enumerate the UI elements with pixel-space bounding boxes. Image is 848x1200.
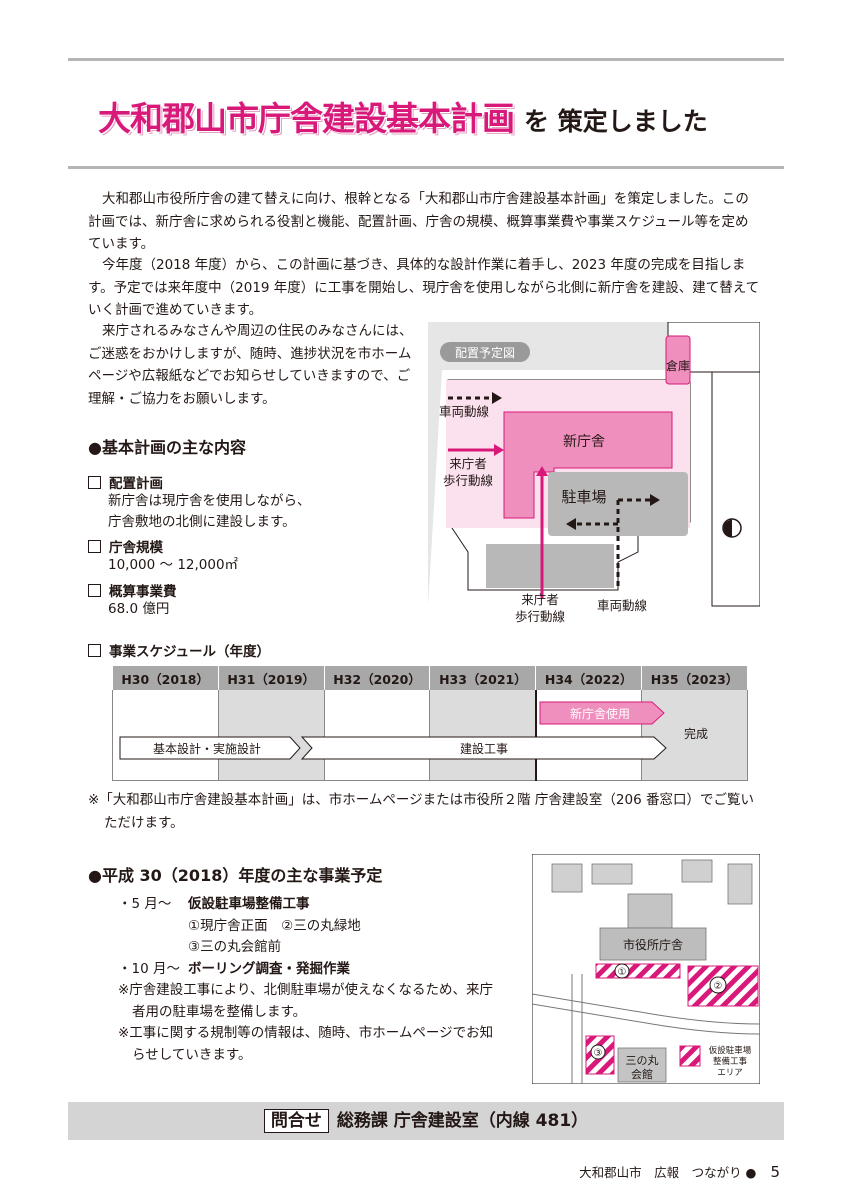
plans-list: ・5 月～ 仮設駐車場整備工事 ①現庁舎正面 ②三の丸緑地 ③三の丸会館前 ・10… <box>118 894 518 1066</box>
year-h33: H33（2021） <box>429 666 537 690</box>
plans-heading: ●平成 30（2018）年度の主な事業予定 <box>88 866 383 885</box>
hall-label-2: 会館 <box>631 1067 653 1081</box>
note-2a: ※工事に関する規制等の情報は、随時、市ホームページでお知 <box>118 1025 494 1041</box>
schedule-heading: 事業スケジュール（年度） <box>88 640 270 660</box>
complete-label: 完成 <box>684 726 708 741</box>
oct-label: ・10 月～ <box>118 960 180 977</box>
intro-paragraph-1: 大和郡山市役所庁舎の建て替えに向け、根幹となる「大和郡山市庁舎建設基本計画」を策… <box>88 191 749 252</box>
site-map: 市役所庁舎 ① ② ③ 三の丸 会館 仮設駐車場 整備工事 エリア <box>532 854 760 1084</box>
oct-title: ボーリング調査・発掘作業 <box>188 960 350 977</box>
item-cost-title: 概算事業費 <box>88 580 177 600</box>
item-layout-title: 配置計画 <box>88 472 163 492</box>
legend-text-1: 仮設駐車場 <box>709 1045 752 1056</box>
vehicle-route-label-2: 車両動線 <box>597 598 648 613</box>
may-label: ・5 月～ <box>118 896 172 912</box>
contact-tag: 問合せ <box>263 1109 329 1133</box>
may-locations-1: ①現庁舎正面 ②三の丸緑地 <box>188 917 361 934</box>
checkbox-icon <box>88 644 101 657</box>
title-main: 大和郡山市庁舎建設基本計画 <box>98 99 515 138</box>
title-rest: を 策定しました <box>524 107 708 136</box>
year-h34: H34（2022） <box>535 666 643 690</box>
intro-paragraph-2: 今年度（2018 年度）から、この計画に基づき、具体的な設計作業に着手し、202… <box>88 257 760 318</box>
item-layout-body: 新庁舎は現庁舎を使用しながら、庁舎敷地の北側に建設します。 <box>108 493 311 530</box>
area-3-label: ③ <box>594 1048 603 1059</box>
top-rule <box>68 58 784 61</box>
note-1b: 者用の駐車場を整備します。 <box>132 1003 307 1020</box>
page-number: 5 <box>770 1163 780 1181</box>
visitor-route-label-2a: 来庁者 <box>521 592 559 607</box>
bar-new-use-label: 新庁舎使用 <box>570 706 630 721</box>
layout-map-label: 配置予定図 <box>455 345 515 360</box>
visitor-route-label-1a: 来庁者 <box>449 456 487 471</box>
legend-text-2: 整備工事 <box>713 1056 748 1067</box>
may-title: 仮設駐車場整備工事 <box>188 896 310 912</box>
parking-label: 駐車場 <box>561 488 606 506</box>
may-locations-2: ③三の丸会館前 <box>188 939 282 955</box>
city-hall-label: 市役所庁舎 <box>623 937 683 952</box>
new-building-label: 新庁舎 <box>563 434 605 450</box>
footer: 大和郡山市 広報 つながり ● 5 <box>579 1162 780 1181</box>
page-title: 大和郡山市庁舎建設基本計画を 策定しました <box>98 92 708 140</box>
item-scale-body: 10,000 ～ 12,000㎡ <box>108 557 239 573</box>
year-h31: H31（2019） <box>218 666 325 690</box>
basic-plan-heading: ●基本計画の主な内容 <box>88 438 246 457</box>
schedule-table: H30（2018） H31（2019） H32（2020） H33（2021） … <box>112 666 748 781</box>
year-h30: H30（2018） <box>112 666 219 690</box>
storage-label: 倉庫 <box>666 358 690 373</box>
vehicle-route-label-1: 車両動線 <box>439 404 490 419</box>
item-cost-body: 68.0 億円 <box>108 601 170 617</box>
item-scale-title: 庁舎規模 <box>88 536 163 556</box>
visitor-route-label-2b: 歩行動線 <box>515 609 566 624</box>
note-1a: ※庁舎建設工事により、北側駐車場が使えなくなるため、来庁 <box>118 982 494 998</box>
note-2b: らせしていきます。 <box>132 1046 252 1063</box>
legend-text-3: エリア <box>717 1068 743 1078</box>
contact-bar: 問合せ総務課 庁舎建設室（内線 481） <box>68 1102 784 1140</box>
hall-label-1: 三の丸 <box>626 1054 659 1067</box>
area-2-label: ② <box>714 981 723 992</box>
title-rule <box>68 166 784 169</box>
plan-note: ※「大和郡山市庁舎建設基本計画」は、市ホームページまたは市役所２階 庁舎建設室（… <box>88 792 754 831</box>
checkbox-icon <box>88 540 101 553</box>
checkbox-icon <box>88 476 101 489</box>
contact-text: 総務課 庁舎建設室（内線 481） <box>336 1111 589 1131</box>
layout-map: 倉庫 配置予定図 新庁舎 駐車場 車両動線 来庁者 歩行動線 来庁者 歩行動線 … <box>428 322 760 624</box>
footer-text: 大和郡山市 広報 つながり ● <box>579 1165 757 1180</box>
visitor-route-label-1b: 歩行動線 <box>443 473 494 488</box>
year-h35: H35（2023） <box>641 666 748 690</box>
checkbox-icon <box>88 584 101 597</box>
schedule-bars: 新庁舎使用 基本設計・実施設計 建設工事 完成 <box>119 701 708 760</box>
area-1-label: ① <box>618 967 627 978</box>
year-h32: H32（2020） <box>324 666 431 690</box>
intro-paragraph-3: 来庁されるみなさんや周辺の住民のみなさんには、ご迷惑をおかけしますが、随時、進捗… <box>88 323 413 407</box>
bar-design-label: 基本設計・実施設計 <box>153 741 261 756</box>
bar-construction-label: 建設工事 <box>460 741 508 756</box>
